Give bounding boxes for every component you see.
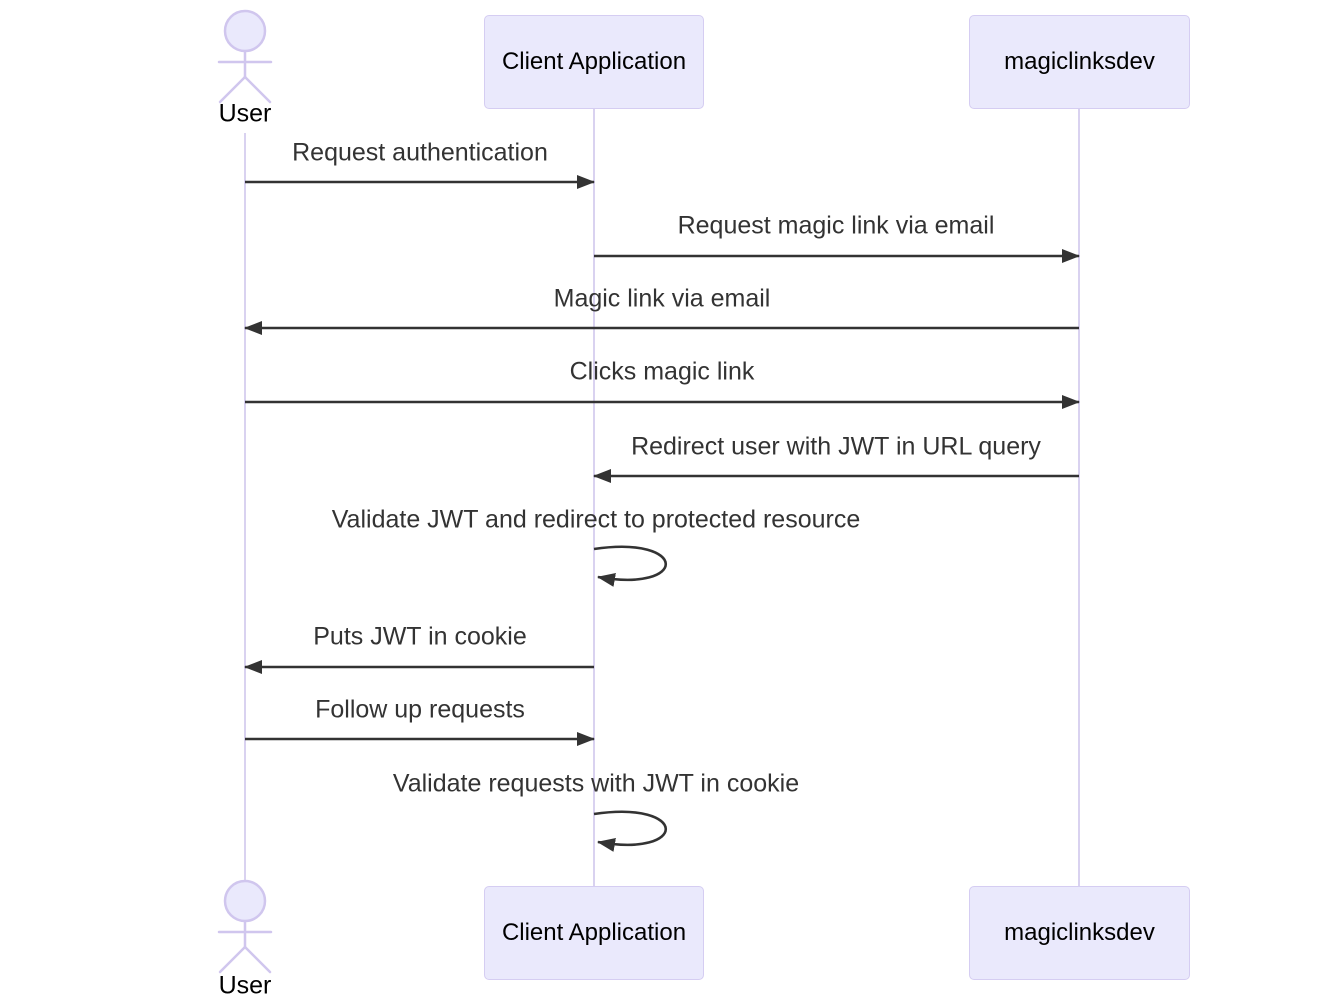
message-label-magic-link-via-email: Magic link via email bbox=[553, 284, 771, 313]
participant-box-client-application-top: Client Application bbox=[484, 15, 704, 109]
message-label-puts-jwt-in-cookie: Puts JWT in cookie bbox=[313, 622, 527, 651]
message-label-request-authentication: Request authentication bbox=[292, 138, 548, 167]
actor-leg-left bbox=[218, 945, 247, 974]
message-label-redirect-user-with-jwt: Redirect user with JWT in URL query bbox=[631, 432, 1041, 461]
message-label-follow-up-requests: Follow up requests bbox=[315, 695, 525, 724]
message-label-request-magic-link-via-email: Request magic link via email bbox=[677, 211, 995, 240]
actor-head bbox=[223, 879, 267, 923]
message-label-validate-jwt-redirect: Validate JWT and redirect to protected r… bbox=[331, 505, 861, 534]
actor-figure-user-bottom bbox=[217, 879, 273, 974]
self-message-arrow-validate-jwt-redirect bbox=[593, 545, 668, 587]
actor-label-user-bottom: User bbox=[218, 971, 272, 998]
participant-box-client-application-bottom: Client Application bbox=[484, 886, 704, 980]
actor-leg-left bbox=[218, 75, 247, 104]
actor-figure-user-top bbox=[217, 9, 273, 104]
actor-label-user-top: User bbox=[218, 99, 272, 128]
actor-leg-right bbox=[243, 75, 272, 104]
actor-leg-right bbox=[243, 945, 272, 974]
self-message-arrow-validate-requests-jwt-cookie bbox=[593, 810, 668, 852]
actor-head bbox=[223, 9, 267, 53]
participant-box-magiclinksdev-top: magiclinksdev bbox=[969, 15, 1190, 109]
participant-box-magiclinksdev-bottom: magiclinksdev bbox=[969, 886, 1190, 980]
message-label-validate-requests-jwt-cookie: Validate requests with JWT in cookie bbox=[392, 769, 800, 798]
message-label-clicks-magic-link: Clicks magic link bbox=[569, 357, 755, 386]
